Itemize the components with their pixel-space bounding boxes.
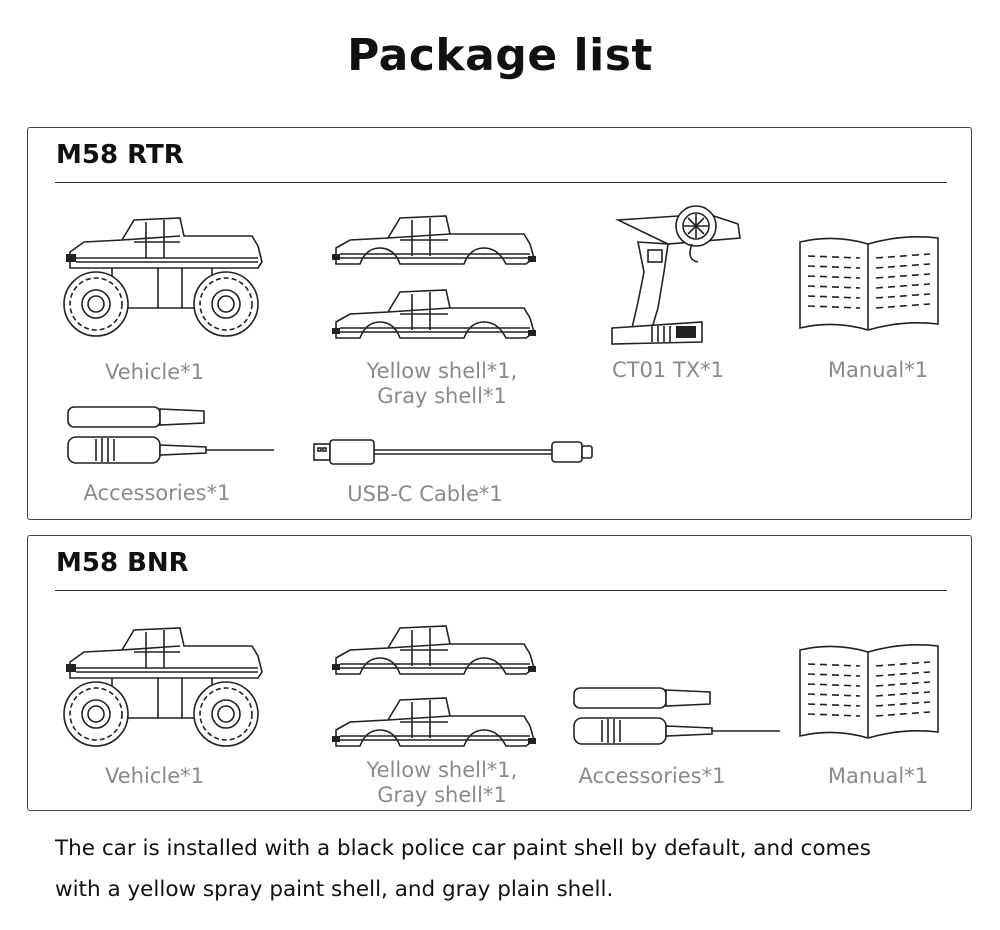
rtr-accessories-image: [66, 405, 276, 467]
bnr-shell-yellow-image: [330, 624, 540, 680]
rtr-heading: M58 RTR: [56, 140, 184, 170]
rtr-shell-yellow-image: [330, 214, 540, 270]
bnr-shells-caption-1: Yellow shell*1,: [366, 758, 518, 782]
rtr-shells-caption-2: Gray shell*1: [377, 384, 507, 408]
bnr-manual-caption: Manual*1: [827, 764, 929, 788]
transmitter-image: [608, 202, 748, 346]
rtr-shells-caption-1: Yellow shell*1,: [366, 359, 518, 383]
rtr-section: M58 RTR: [27, 127, 972, 520]
rtr-manual-caption: Manual*1: [827, 358, 929, 382]
rtr-shell-gray-image: [330, 288, 540, 344]
bnr-heading: M58 BNR: [56, 548, 189, 578]
bnr-accessories-image: [572, 686, 782, 748]
shell-note: The car is installed with a black police…: [55, 828, 955, 910]
bnr-vehicle-caption: Vehicle*1: [105, 764, 204, 788]
bnr-shell-gray-image: [330, 696, 540, 752]
shell-note-line-1: The car is installed with a black police…: [55, 836, 871, 861]
usb-cable-image: [312, 436, 594, 468]
shell-note-line-2: with a yellow spray paint shell, and gra…: [55, 877, 614, 902]
page-title: Package list: [347, 30, 653, 81]
transmitter-caption: CT01 TX*1: [612, 358, 724, 382]
bnr-divider: [55, 590, 947, 591]
rtr-divider: [55, 182, 947, 183]
bnr-vehicle-image: [62, 622, 272, 752]
bnr-manual-image: [798, 642, 940, 742]
usb-cable-caption: USB-C Cable*1: [347, 482, 503, 506]
rtr-vehicle-caption: Vehicle*1: [105, 360, 204, 384]
rtr-vehicle-image: [62, 212, 272, 342]
bnr-accessories-caption: Accessories*1: [578, 764, 726, 788]
rtr-manual-image: [798, 234, 940, 334]
rtr-accessories-caption: Accessories*1: [83, 481, 231, 505]
bnr-shells-caption-2: Gray shell*1: [377, 783, 507, 807]
bnr-section: M58 BNR: [27, 535, 972, 811]
